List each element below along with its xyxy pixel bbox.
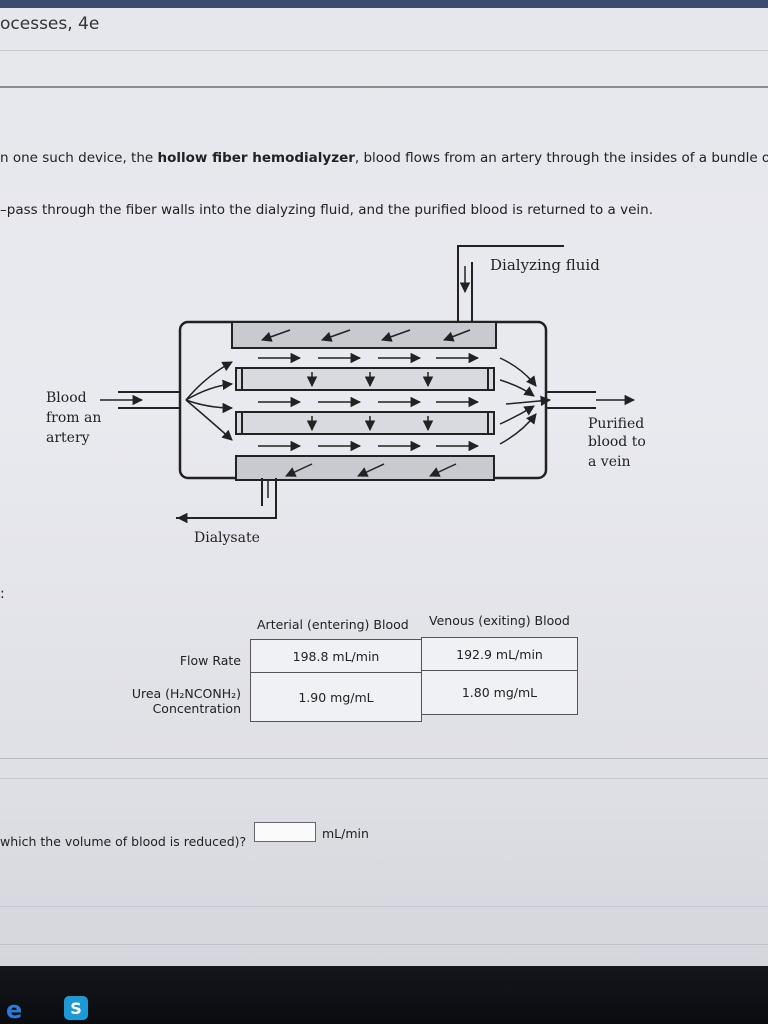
divider — [0, 778, 768, 779]
problem-text-line-1: n one such device, the hollow fiber hemo… — [0, 150, 768, 166]
question-text: which the volume of blood is reduced)? — [0, 834, 247, 849]
skype-icon[interactable]: S — [64, 996, 88, 1020]
dialysate-label: Dialysate — [194, 530, 260, 546]
svg-text:from an: from an — [46, 410, 101, 426]
svg-text:a vein: a vein — [588, 454, 631, 470]
book-title: ocesses, 4e — [0, 14, 100, 34]
diffusion-arrows — [306, 372, 434, 432]
cell-urea-arterial: 1.90 mg/mL — [250, 672, 422, 722]
divider — [0, 50, 768, 51]
answer-input[interactable] — [254, 822, 316, 842]
svg-text:Blood: Blood — [46, 390, 87, 406]
shell-flow-arrows — [261, 329, 471, 477]
svg-text:Purified: Purified — [588, 416, 644, 432]
blood-out-label: Purified blood to a vein — [588, 416, 646, 470]
dialyzing-fluid-label: Dialyzing fluid — [490, 256, 600, 274]
fiber-bundle — [231, 321, 497, 481]
blood-flow-arrows — [258, 352, 480, 452]
cell-urea-venous: 1.80 mg/mL — [421, 670, 578, 715]
hemodialyzer-diagram: Dialyzing fluid — [46, 245, 646, 546]
side-marker: : — [0, 586, 5, 602]
internet-explorer-icon[interactable]: e — [6, 996, 23, 1024]
blood-in-label: Blood from an artery — [46, 390, 101, 446]
divider — [0, 906, 768, 907]
blood-inlet — [100, 361, 234, 441]
term-hollow-fiber-hemodialyzer: hollow fiber hemodialyzer — [157, 150, 355, 166]
problem-text-line-2: –pass through the fiber walls into the d… — [0, 202, 653, 218]
svg-text:blood to: blood to — [588, 434, 646, 450]
row-label-urea: Urea (H₂NCONH₂) Concentration — [131, 686, 241, 716]
blood-outlet — [499, 357, 636, 445]
answer-unit: mL/min — [322, 826, 369, 841]
divider — [0, 86, 768, 88]
dialyzing-fluid-inlet — [457, 245, 564, 326]
svg-text:artery: artery — [46, 430, 90, 446]
browser-top-bar — [0, 0, 768, 8]
col-header-arterial: Arterial (entering) Blood — [257, 617, 409, 632]
taskbar — [0, 966, 768, 1024]
cell-flow-rate-venous: 192.9 mL/min — [421, 637, 578, 671]
divider — [0, 758, 768, 759]
row-label-flow-rate: Flow Rate — [179, 653, 241, 668]
cell-flow-rate-arterial: 198.8 mL/min — [250, 639, 422, 673]
col-header-venous: Venous (exiting) Blood — [429, 613, 570, 628]
divider — [0, 944, 768, 945]
dialysate-outlet — [176, 478, 277, 524]
